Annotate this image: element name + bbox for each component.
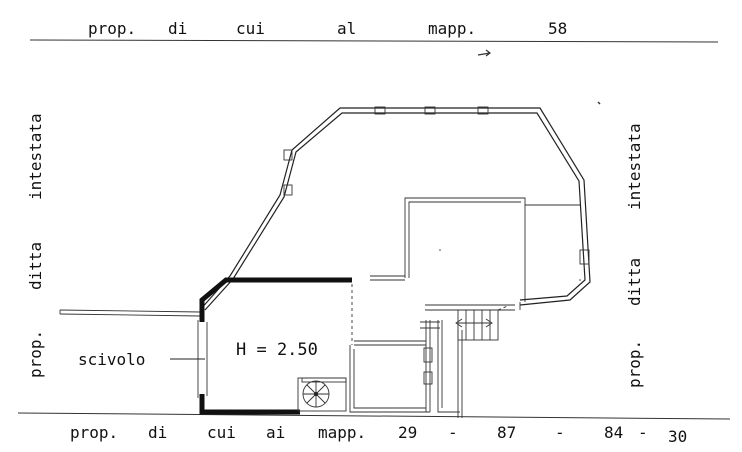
top-word: mapp.: [428, 19, 476, 38]
dot-mark: [439, 249, 441, 251]
left-word: ditta: [26, 242, 45, 290]
ramp-label: scivolo: [78, 350, 145, 369]
bottom-boundary-line: [17, 412, 731, 420]
bottom-word: 87: [497, 423, 516, 442]
left-word: prop.: [26, 330, 45, 378]
bottom-word: cui: [207, 423, 236, 442]
ramp-wall: [59, 309, 201, 317]
top-word: al: [337, 19, 356, 38]
bottom-word: -: [638, 423, 648, 442]
bottom-word: di: [148, 423, 167, 442]
right-neighbor-label: prop. ditta intestata: [625, 123, 644, 388]
bottom-word: -: [448, 423, 458, 442]
north-arrow-mark: [477, 49, 491, 57]
bottom-word: prop.: [70, 423, 118, 442]
top-neighbor-label: prop. di cui al mapp. 58: [88, 19, 567, 38]
spiral-stair-icon: [297, 377, 347, 412]
right-word: intestata: [625, 123, 644, 210]
height-label: H = 2.50: [236, 340, 318, 360]
bottom-word: 29: [398, 423, 417, 442]
bottom-word: mapp.: [318, 423, 366, 442]
upper-rooms: [370, 197, 580, 311]
top-word: prop.: [88, 19, 136, 38]
right-word: prop.: [625, 340, 644, 388]
bottom-word: ai: [266, 423, 285, 442]
dot-mark: [579, 279, 581, 281]
garage-walls: [197, 277, 353, 415]
right-word: ditta: [625, 258, 644, 306]
building-outline: [199, 106, 591, 311]
lower-rooms: [349, 320, 463, 418]
top-boundary-line: [29, 39, 719, 43]
bottom-word: -: [555, 423, 565, 442]
bottom-word: 84: [604, 423, 623, 442]
top-word: di: [168, 19, 187, 38]
stair-detail: [420, 304, 511, 341]
left-word: intestata: [26, 113, 45, 200]
top-word: 58: [548, 19, 567, 38]
top-word: cui: [236, 19, 265, 38]
tick-mark: [597, 101, 601, 105]
bottom-neighbor-label: prop. di cui ai mapp. 29 - 87 - 84 - 30: [70, 423, 687, 446]
left-neighbor-label: prop. ditta intestata: [26, 113, 45, 378]
bottom-word: 30: [668, 427, 687, 446]
